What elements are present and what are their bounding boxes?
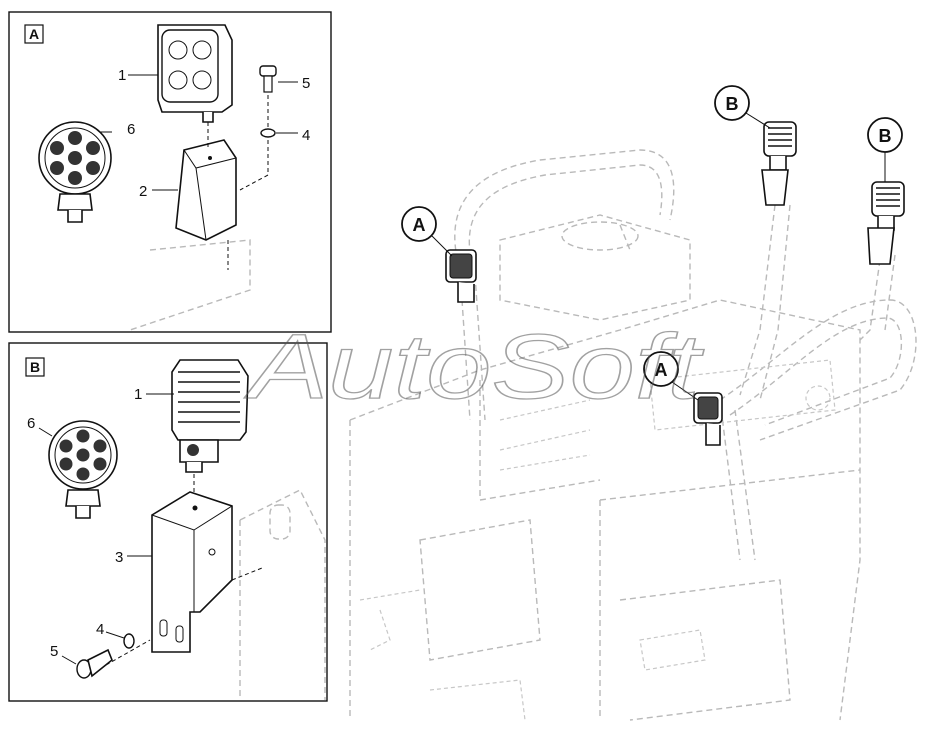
washer-part-4 [260, 128, 276, 138]
watermark: AutoSoft [244, 316, 705, 418]
bolt-part-5 [259, 65, 277, 93]
finned-work-lamp [171, 359, 249, 473]
callout-a-right: A [643, 351, 699, 401]
detail-label: 1 [134, 386, 142, 403]
detail-label: 6 [27, 415, 35, 432]
callout-b-left: B [714, 85, 771, 129]
detail-box-a: A [8, 11, 332, 333]
detail-label: 6 [127, 121, 135, 138]
detail-label: 1 [118, 67, 126, 84]
detail-label: 4 [302, 127, 310, 144]
machine-frame-drawing [349, 149, 917, 721]
square-work-lamp [157, 24, 233, 123]
detail-label: 5 [50, 643, 58, 660]
washer-part-4 [123, 633, 135, 649]
callout-letter: A [413, 215, 426, 235]
callout-a-left: A [401, 206, 453, 257]
detail-letter: A [29, 26, 39, 42]
bracket-part-2 [175, 139, 237, 241]
detail-box-b: B [8, 342, 328, 702]
callout-letter: B [879, 126, 892, 146]
detail-label: 5 [302, 75, 310, 92]
bracket-part-3 [151, 491, 233, 653]
bolt-part-5 [76, 648, 113, 679]
machine-light-b-right [867, 181, 905, 265]
callout-b-right: B [867, 117, 903, 182]
detail-label: 3 [115, 549, 123, 566]
detail-letter: B [30, 359, 40, 375]
callout-letter: A [655, 360, 668, 380]
machine-light-a-right [693, 392, 723, 446]
callout-letter: B [726, 94, 739, 114]
machine-light-a-left [445, 249, 477, 303]
machine-light-b-left [761, 121, 797, 206]
detail-label: 4 [96, 621, 104, 638]
detail-label: 2 [139, 183, 147, 200]
round-work-lamp [48, 420, 118, 519]
round-work-lamp [38, 121, 112, 223]
